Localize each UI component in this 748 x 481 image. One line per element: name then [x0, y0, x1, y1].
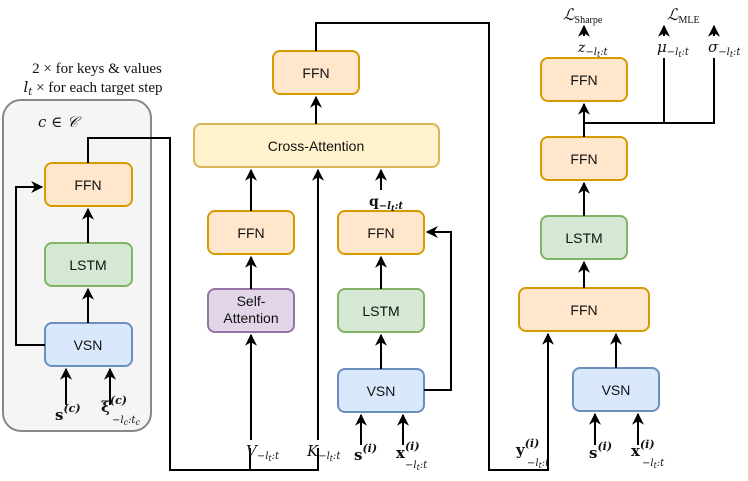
attention-decoder-panel: FFN Cross-Attention FFN Self- Attention …	[193, 22, 549, 472]
output-wide-ffn-label: FFN	[570, 302, 597, 318]
output-series-input-label: x(i)	[631, 438, 655, 460]
context-static-input-label: s(c)	[55, 402, 81, 424]
repeat-note-keys-values: 2 × for keys & values	[32, 61, 162, 77]
attention-top-ffn-label: FFN	[302, 65, 329, 81]
keys-input-label: K−lt:t	[306, 442, 341, 463]
y-input-subscript: −lt:t	[527, 458, 550, 470]
attention-lstm-label: LSTM	[362, 303, 399, 319]
skip-vsn-to-ffn	[15, 181, 45, 346]
output-head-panel: ℒSharpe ℒMLE z−lt:t μ−lt:t σ−lt:t FFN FF…	[515, 5, 741, 470]
repeat-note-target-steps: lt × for each target step	[23, 78, 162, 98]
context-set-label: c ∈ 𝒞	[38, 113, 82, 131]
sharpe-loss-label: ℒSharpe	[563, 5, 603, 26]
attention-series-input-label: x(i)	[396, 440, 420, 462]
y-input-label: y(i)	[515, 437, 539, 459]
cross-attention-label: Cross-Attention	[268, 138, 364, 154]
query-label: q−lt:t	[369, 194, 403, 213]
sigma-output-label: σ−lt:t	[708, 38, 741, 59]
output-lstm-label: LSTM	[565, 230, 602, 246]
attention-right-ffn-block	[337, 210, 425, 255]
z-output-label: z−lt:t	[577, 40, 609, 59]
branch-to-sigma	[584, 58, 715, 124]
context-lstm-label: LSTM	[69, 257, 106, 273]
attention-output-wire-to-output-panel	[315, 22, 549, 471]
attention-static-input-label: s(i)	[354, 442, 377, 464]
context-vsn-label: VSN	[74, 337, 103, 353]
context-series-input-subscript: −lc:tc	[112, 415, 140, 427]
skip-vsn-to-ffn	[424, 226, 452, 391]
context-ffn-label: FFN	[74, 177, 101, 193]
output-static-input-label: s(i)	[589, 440, 612, 462]
values-input-label: V−lt:t	[246, 442, 280, 463]
context-series-input-label: ξ(c)	[101, 394, 127, 416]
mle-loss-label: ℒMLE	[667, 5, 700, 26]
output-top-ffn-block	[540, 57, 628, 102]
attention-left-ffn-label: FFN	[237, 225, 264, 241]
self-attention-label-line1: Self-	[237, 293, 266, 309]
mu-output-label: μ−lt:t	[657, 38, 690, 59]
output-top-ffn-label: FFN	[570, 72, 597, 88]
output-mid-ffn-label: FFN	[570, 151, 597, 167]
attention-vsn-label: VSN	[367, 383, 396, 399]
output-series-input-subscript: −lt:t	[642, 458, 665, 470]
output-vsn-label: VSN	[602, 382, 631, 398]
self-attention-label-line2: Attention	[223, 310, 278, 326]
attention-right-ffn-label: FFN	[367, 225, 394, 241]
context-output-wire-to-keys	[87, 137, 319, 471]
attention-series-input-subscript: −lt:t	[405, 460, 428, 472]
context-encoder-panel: 2 × for keys & values lt × for each targ…	[2, 61, 319, 471]
